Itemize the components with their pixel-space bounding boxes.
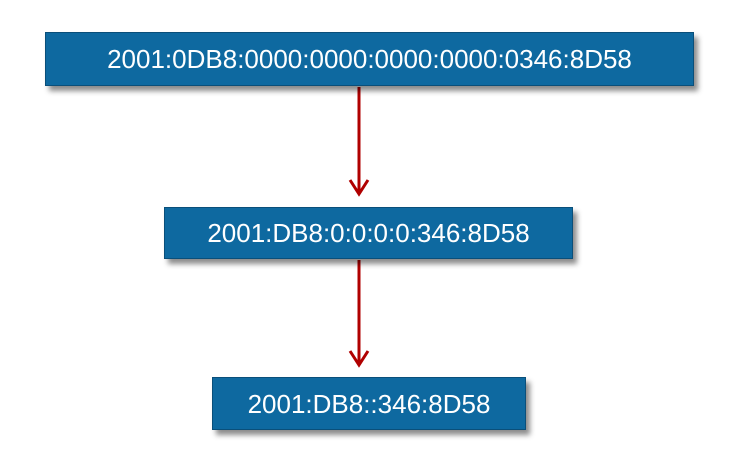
leading-zeros-removed-box: 2001:DB8:0:0:0:0:346:8D58 [164, 207, 573, 259]
arrow-middle-to-bottom [348, 260, 370, 368]
compressed-address-box: 2001:DB8::346:8D58 [212, 377, 526, 430]
full-address-label: 2001:0DB8:0000:0000:0000:0000:0346:8D58 [107, 44, 632, 74]
leading-zeros-removed-label: 2001:DB8:0:0:0:0:346:8D58 [207, 218, 530, 248]
arrowhead-icon [348, 179, 370, 197]
full-address-box: 2001:0DB8:0000:0000:0000:0000:0346:8D58 [45, 32, 694, 86]
compressed-address-label: 2001:DB8::346:8D58 [247, 388, 491, 419]
arrowhead-icon [348, 350, 370, 368]
arrow-top-to-middle [348, 87, 370, 197]
